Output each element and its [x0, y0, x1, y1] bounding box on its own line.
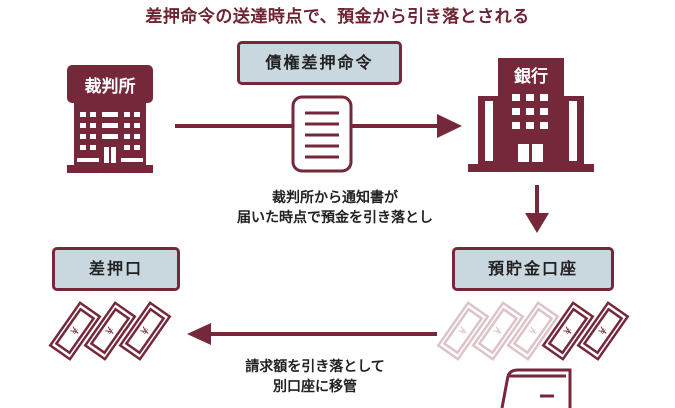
seizure-banknotes-icon: ¥ ¥ ¥ [48, 301, 172, 361]
notice-caption: 裁判所から通知書が 届いた時点で預金を引き落とし [195, 188, 475, 228]
court-label: 裁判所 [85, 76, 136, 97]
order-label-box: 債権差押命令 [237, 41, 402, 85]
bank-label: 銀行 [514, 66, 548, 87]
diagram-title: 差押命令の送達時点で、預金から引き落とされる [145, 7, 530, 27]
court-building-icon: 裁判所 [67, 65, 153, 173]
transfer-caption: 請求額を引き落として 別口座に移管 [195, 357, 435, 397]
arrow-bank-to-deposit [525, 185, 549, 233]
seizure-label: 差押口 [88, 259, 143, 278]
deposit-banknotes-icon: ¥ ¥ ¥ ¥ ¥ [436, 301, 630, 361]
transfer-caption-line2: 別口座に移管 [273, 379, 357, 395]
deposit-label-box: 預貯金口座 [452, 247, 614, 291]
transfer-caption-line1: 請求額を引き落として [245, 359, 385, 375]
document-icon [291, 95, 353, 173]
card-wallet-icon [500, 368, 572, 408]
notice-caption-line2: 届いた時点で預金を引き落とし [237, 210, 433, 226]
deposit-label: 預貯金口座 [487, 259, 578, 278]
arrow-deposit-to-seizure [187, 323, 437, 345]
order-label: 債権差押命令 [265, 53, 374, 72]
seizure-label-box: 差押口 [52, 247, 180, 291]
notice-caption-line1: 裁判所から通知書が [272, 190, 398, 206]
bank-building-icon: 銀行 [468, 58, 594, 172]
